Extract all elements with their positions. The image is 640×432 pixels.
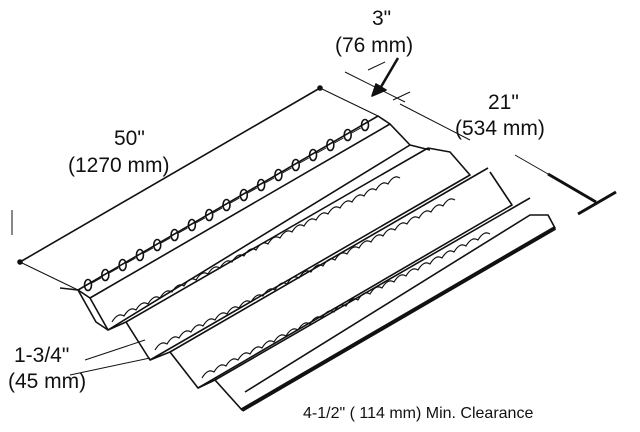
hole-connector [230,197,240,204]
vent-hole [308,148,318,162]
vent-hole [135,248,145,262]
vent-holes [83,118,370,292]
clearance-note: 4-1/2" ( 114 mm) Min. Clearance [303,405,534,422]
hole-connector [334,137,344,144]
width-mm: (534 mm) [455,117,545,140]
height-leader-lines [69,339,151,376]
hole-spacing-inches: 3" [372,7,392,30]
vent-hole [187,218,197,232]
hole-connector [299,157,309,164]
vent-hole [83,278,93,292]
vent-hole [360,118,370,132]
hole-connector [109,267,119,274]
hole-connector [143,247,154,254]
hole-connector [178,227,188,234]
hole-connector [212,207,223,214]
hole-connector [282,167,292,174]
hole-connector [247,187,258,194]
vent-hole [222,198,231,212]
vent-hole [291,158,301,172]
vent-hole [204,208,214,222]
length-dimension-line [11,85,379,291]
length-inches: 50" [114,127,145,150]
vent-hole [274,168,283,182]
vent-hole [118,258,127,272]
hole-connector [126,257,136,264]
hole-connector [161,237,171,244]
hole-spacing-dimension [344,57,411,103]
vent-hole [326,138,335,152]
shelf-body [59,115,557,412]
hole-spacing-mm: (76 mm) [335,34,414,57]
hole-connector [91,277,102,284]
vent-hole [152,238,162,252]
vent-hole [170,228,179,242]
vent-hole [239,188,249,202]
width-inches: 21" [488,91,519,114]
hole-connector [195,217,206,224]
hole-connector [351,127,361,134]
length-mm: (1270 mm) [68,154,170,177]
hole-connector [316,147,327,154]
hole-connector [264,177,275,184]
width-dimension-line [399,103,617,216]
vent-hole [256,178,266,192]
vent-hole [101,268,110,282]
vent-hole [343,128,352,142]
height-mm: (45 mm) [8,370,87,393]
height-inches: 1-3/4" [14,344,70,367]
